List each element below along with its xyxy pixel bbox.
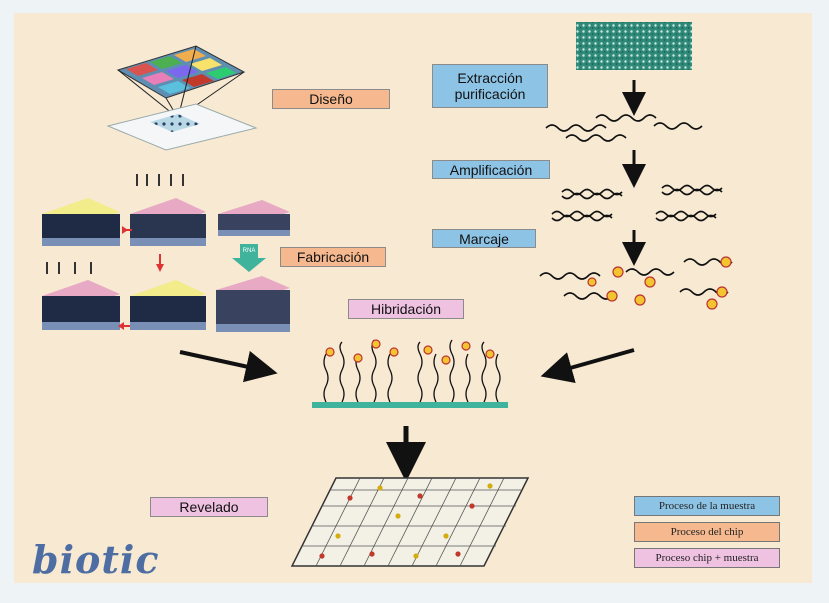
step-label-fabricacion: Fabricación: [280, 247, 386, 267]
arrow-chip-to-hybridization: [179, 350, 278, 383]
amplified-strands: [551, 184, 723, 222]
biotic-logo: biotic: [32, 537, 160, 582]
fabrication-illustration: RNA: [42, 174, 290, 332]
step-label-marcaje: Marcaje: [432, 229, 536, 248]
hybridization-illustration: [312, 339, 508, 408]
micro-label: RNA: [243, 248, 256, 254]
dna-strands: [545, 114, 703, 142]
labeled-strands: [539, 256, 733, 310]
step-label-diseno: Diseño: [272, 89, 390, 109]
design-chip-illustration: [106, 45, 258, 151]
step-label-extraccion-line2: purificación: [454, 86, 526, 102]
step-label-extraccion: Extracción purificación: [432, 64, 548, 108]
step-label-hibridacion: Hibridación: [348, 299, 464, 319]
legend-sample-process: Proceso de la muestra: [634, 496, 780, 516]
revealed-chip-grid: [290, 477, 530, 567]
legend-chip-sample-process: Proceso chip + muestra: [634, 548, 780, 568]
arrow-sample-to-hybridization: [540, 348, 635, 384]
legend-chip-process: Proceso del chip: [634, 522, 780, 542]
step-label-amplificacion: Amplificación: [432, 160, 550, 179]
step-label-revelado: Revelado: [150, 497, 268, 517]
step-label-extraccion-line1: Extracción: [457, 70, 523, 86]
sample-extract-image: [576, 22, 692, 70]
